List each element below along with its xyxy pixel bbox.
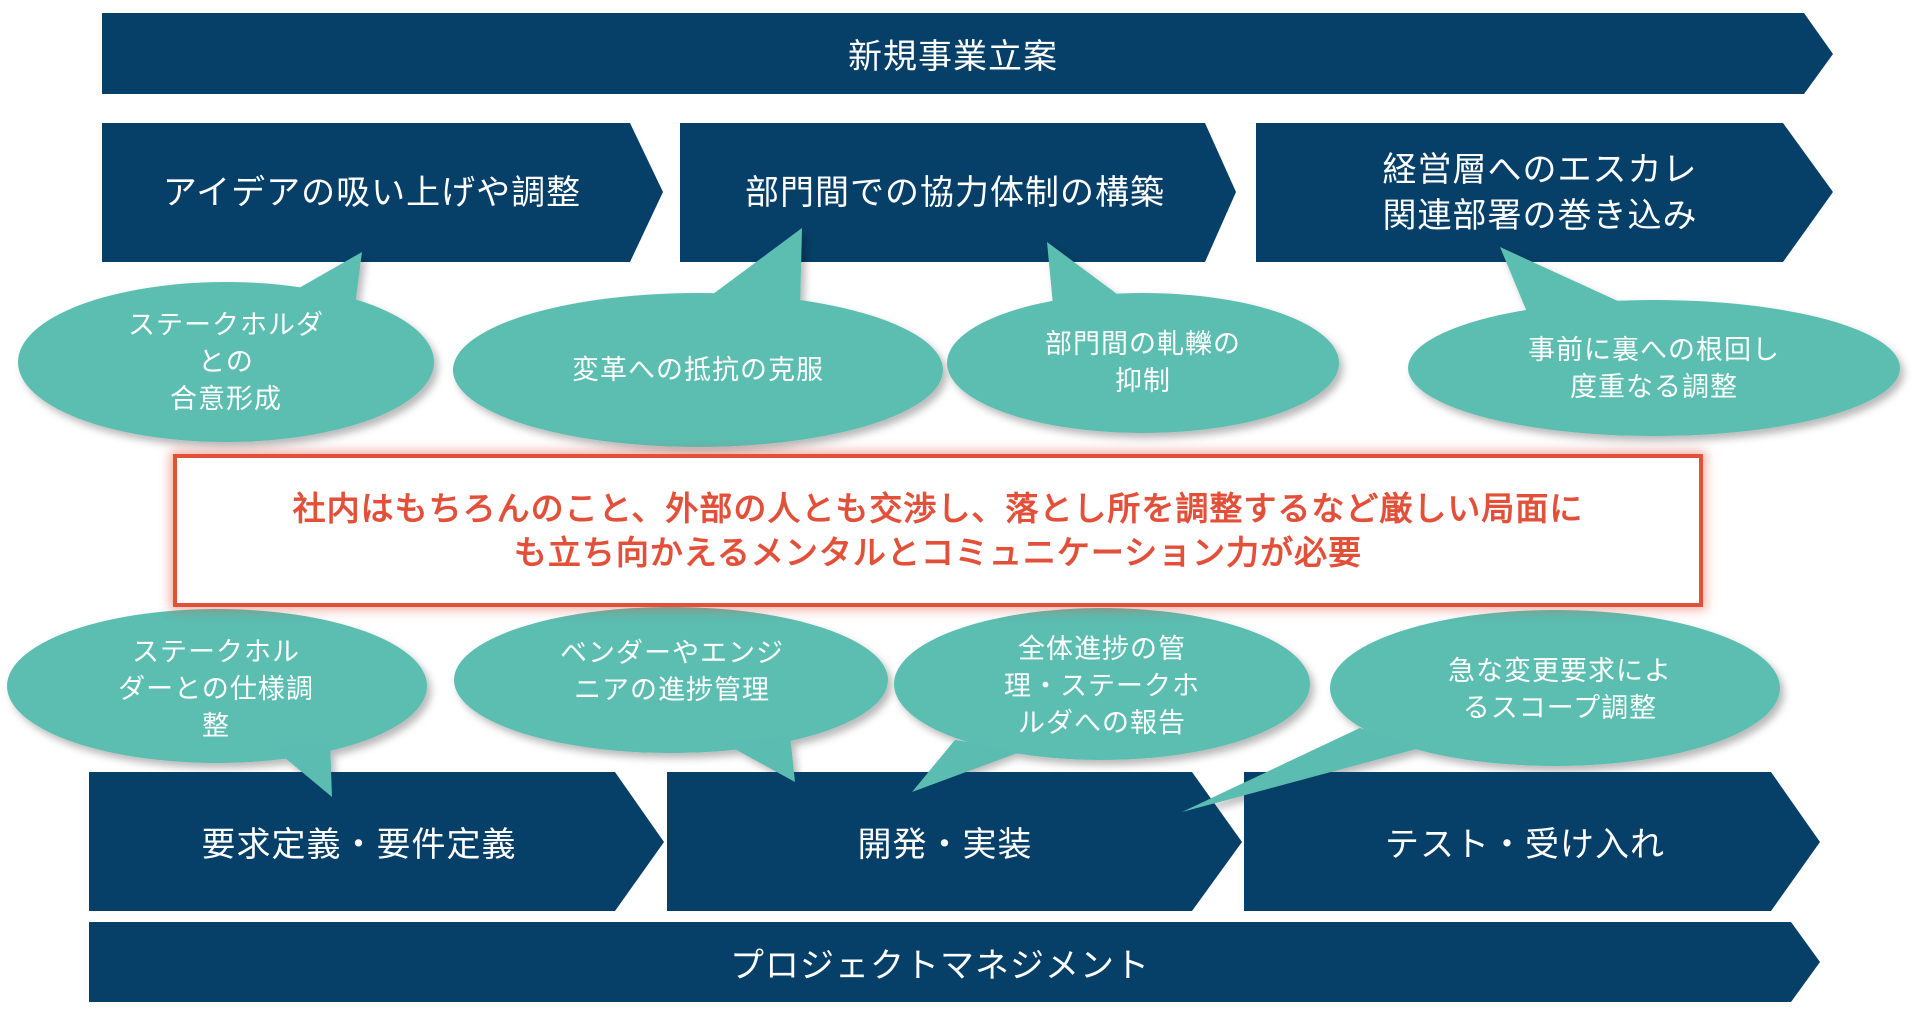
upper-bubble-4 bbox=[1408, 247, 1900, 436]
upper-bubble-3 bbox=[947, 242, 1339, 433]
upper-stage-1-shape bbox=[102, 123, 663, 262]
upper-stage-3-shape bbox=[1256, 123, 1833, 262]
upper-bubble-3-label: 部門間の軋轢の 抑制 bbox=[1045, 329, 1241, 397]
upper-stage-2-label: 部門間での協力体制の構築 bbox=[745, 172, 1165, 213]
lower-bubble-3-tail bbox=[912, 740, 1020, 792]
bottom-bar-label: プロジェクトマネジメント bbox=[730, 945, 1150, 986]
lower-stage-3-label: テスト・受け入れ bbox=[1385, 825, 1665, 865]
upper-stage-3-label: 経営層へのエスカレ 関連部署の巻き込み bbox=[1382, 149, 1698, 236]
upper-stage-1-label: アイデアの吸い上げや調整 bbox=[162, 172, 582, 213]
lower-stage-2-label: 開発・実装 bbox=[857, 825, 1033, 865]
upper-stage-2-shape bbox=[680, 123, 1236, 262]
upper-bubble-2 bbox=[453, 228, 943, 447]
lower-bubble-2-label: ベンダーやエンジ ニアの進捗管理 bbox=[560, 638, 784, 706]
lower-bubble-1-label: ステークホル ダーとの仕様調 整 bbox=[118, 636, 314, 742]
upper-bubble-2-label: 変革への抵抗の克服 bbox=[572, 354, 824, 386]
upper-bubble-1 bbox=[18, 252, 434, 442]
key-message-text: 社内はもちろんのこと、外部の人とも交渉し、落とし所を調整するなど厳しい局面に も… bbox=[292, 488, 1584, 572]
top-bar-label: 新規事業立案 bbox=[848, 37, 1058, 77]
upper-bubble-1-label: ステークホルダ との 合意形成 bbox=[128, 309, 324, 415]
lower-bubble-1-tail bbox=[272, 742, 332, 797]
key-message-callout: 社内はもちろんのこと、外部の人とも交渉し、落とし所を調整するなど厳しい局面に も… bbox=[173, 454, 1703, 607]
lower-stage-1-label: 要求定義・要件定義 bbox=[201, 825, 517, 865]
lower-stage-2-shape bbox=[667, 772, 1242, 911]
top-bar-shape bbox=[102, 13, 1833, 94]
upper-bubble-4-label: 事前に裏への根回し 度重なる調整 bbox=[1528, 335, 1780, 403]
lower-stage-1-shape bbox=[89, 772, 664, 911]
lower-stage-3-shape bbox=[1244, 772, 1820, 911]
lower-bubble-2-tail bbox=[722, 737, 795, 782]
lower-bubble-4-label: 急な変更要求によ るスコープ調整 bbox=[1448, 656, 1672, 724]
bottom-bar-shape bbox=[89, 922, 1820, 1002]
lower-bubble-3-label: 全体進捗の管 理・ステークホ ルダへの報告 bbox=[1004, 633, 1200, 739]
lower-bubble-4-tail bbox=[1182, 728, 1420, 812]
